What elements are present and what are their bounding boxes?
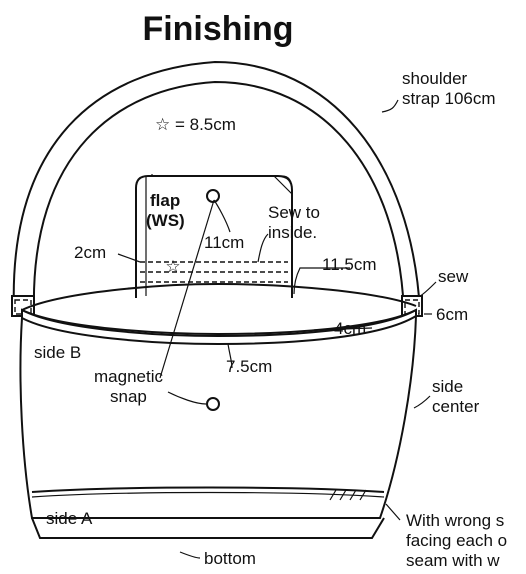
diagram-title: Finishing	[142, 10, 293, 48]
side-b-label: side B	[34, 343, 81, 362]
note-line-2: facing each o	[406, 531, 507, 550]
side-center-label-2: center	[432, 397, 480, 416]
sew-to-label-2: inside.	[268, 223, 317, 242]
flap-snap-icon	[206, 189, 220, 203]
flap-label-2: (WS)	[146, 211, 185, 230]
magnetic-snap-label-1: magnetic	[94, 367, 163, 386]
sew-label: sew	[438, 267, 469, 286]
sew-to-label-1: Sew to	[268, 203, 320, 222]
flap	[135, 174, 293, 298]
bottom-label: bottom	[204, 549, 256, 568]
body-snap-icon	[206, 397, 220, 411]
flap-label-1: flap	[150, 191, 180, 210]
note-line-3: seam with w	[406, 551, 500, 570]
side-center-label-1: side	[432, 377, 463, 396]
strap-overlap-label: 6cm	[436, 305, 468, 324]
shoulder-strap	[11, 60, 423, 317]
flap-side-label: 2cm	[74, 243, 106, 262]
rim-offset-label: 4cm	[334, 319, 366, 338]
note-line-1: With wrong s	[406, 511, 504, 530]
shoulder-strap-label-2: strap 106cm	[402, 89, 496, 108]
leader-lines	[117, 99, 437, 559]
width-top-label: 11.5cm	[322, 255, 377, 274]
snap-distance-label: 7.5cm	[226, 357, 272, 376]
magnetic-snap-label-2: snap	[110, 387, 147, 406]
side-a-label: side A	[46, 509, 93, 528]
bag-body	[19, 282, 417, 539]
shoulder-strap-label-1: shoulder	[402, 69, 468, 88]
flap-height-label: 11cm	[204, 233, 244, 252]
star-icon: ☆	[165, 257, 180, 276]
legend-text: ☆ = 8.5cm	[155, 115, 236, 134]
